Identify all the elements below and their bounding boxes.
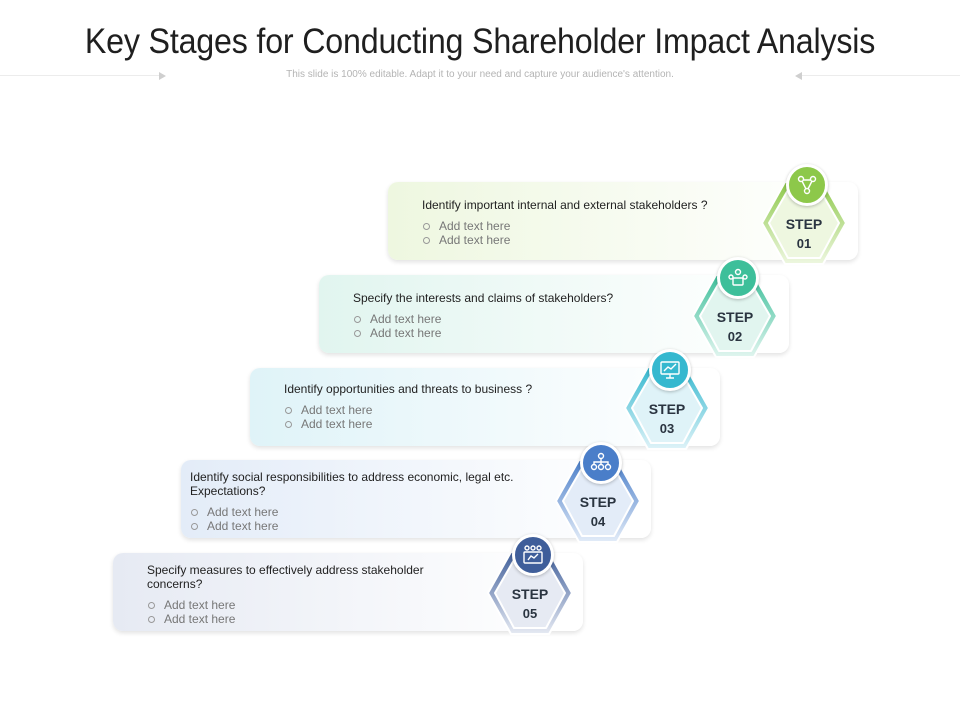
step-bullet-item: Add text here — [284, 403, 372, 417]
step-number: 05 — [522, 606, 538, 621]
step-label: STEP — [579, 494, 617, 510]
step-heading: Identify important internal and external… — [422, 198, 708, 212]
step-bullet-item: Add text here — [422, 233, 510, 247]
step-bullet-item: Add text here — [190, 505, 278, 519]
step-bullet-item: Add text here — [284, 417, 372, 431]
step-number: 02 — [727, 329, 743, 344]
step-icon-circle — [512, 534, 554, 576]
step-heading: Specify measures to effectively address … — [147, 563, 424, 591]
hexagon-shape — [555, 459, 641, 543]
step-heading: Identify social responsibilities to addr… — [190, 470, 514, 498]
step-label: STEP — [511, 586, 549, 602]
step-badge-01: STEP 01 — [758, 164, 850, 270]
step-badge-05: STEP 05 — [484, 534, 576, 640]
subtitle-rule-right — [800, 75, 960, 76]
step-icon-circle — [649, 349, 691, 391]
group-hierarchy-icon — [590, 452, 612, 471]
step-bullet-item: Add text here — [422, 219, 510, 233]
step-icon-circle — [717, 257, 759, 299]
arrow-left-icon — [795, 72, 802, 80]
page-title: Key Stages for Conducting Shareholder Im… — [84, 22, 876, 61]
network-people-icon — [797, 175, 817, 195]
step-number: 03 — [659, 421, 675, 436]
step-bullet-item: Add text here — [147, 598, 235, 612]
step-number: 01 — [796, 236, 812, 251]
page-subtitle: This slide is 100% editable. Adapt it to… — [286, 69, 674, 80]
step-number: 04 — [590, 514, 606, 529]
step-icon-circle — [580, 442, 622, 484]
subtitle-rule-left — [0, 75, 160, 76]
presentation-board-icon — [660, 361, 680, 379]
step-heading: Specify the interests and claims of stak… — [353, 291, 614, 305]
step-label: STEP — [716, 309, 754, 325]
step-bullet-item: Add text here — [190, 519, 278, 533]
step-badge-03: STEP 03 — [621, 349, 713, 455]
step-badge-02: STEP 02 — [689, 257, 781, 363]
step-bullet-item: Add text here — [353, 326, 441, 340]
step-label: STEP — [785, 216, 823, 232]
hexagon-shape — [487, 551, 573, 635]
step-bullet-item: Add text here — [353, 312, 441, 326]
strategy-board-icon — [523, 545, 543, 564]
team-meeting-icon — [728, 268, 748, 286]
hexagon-shape — [761, 181, 847, 265]
step-heading: Identify opportunities and threats to bu… — [284, 382, 533, 396]
hexagon-shape — [692, 274, 778, 358]
step-bullet-item: Add text here — [147, 612, 235, 626]
arrow-right-icon — [159, 72, 166, 80]
step-badge-04: STEP 04 — [552, 442, 644, 548]
step-label: STEP — [648, 401, 686, 417]
step-icon-circle — [786, 164, 828, 206]
